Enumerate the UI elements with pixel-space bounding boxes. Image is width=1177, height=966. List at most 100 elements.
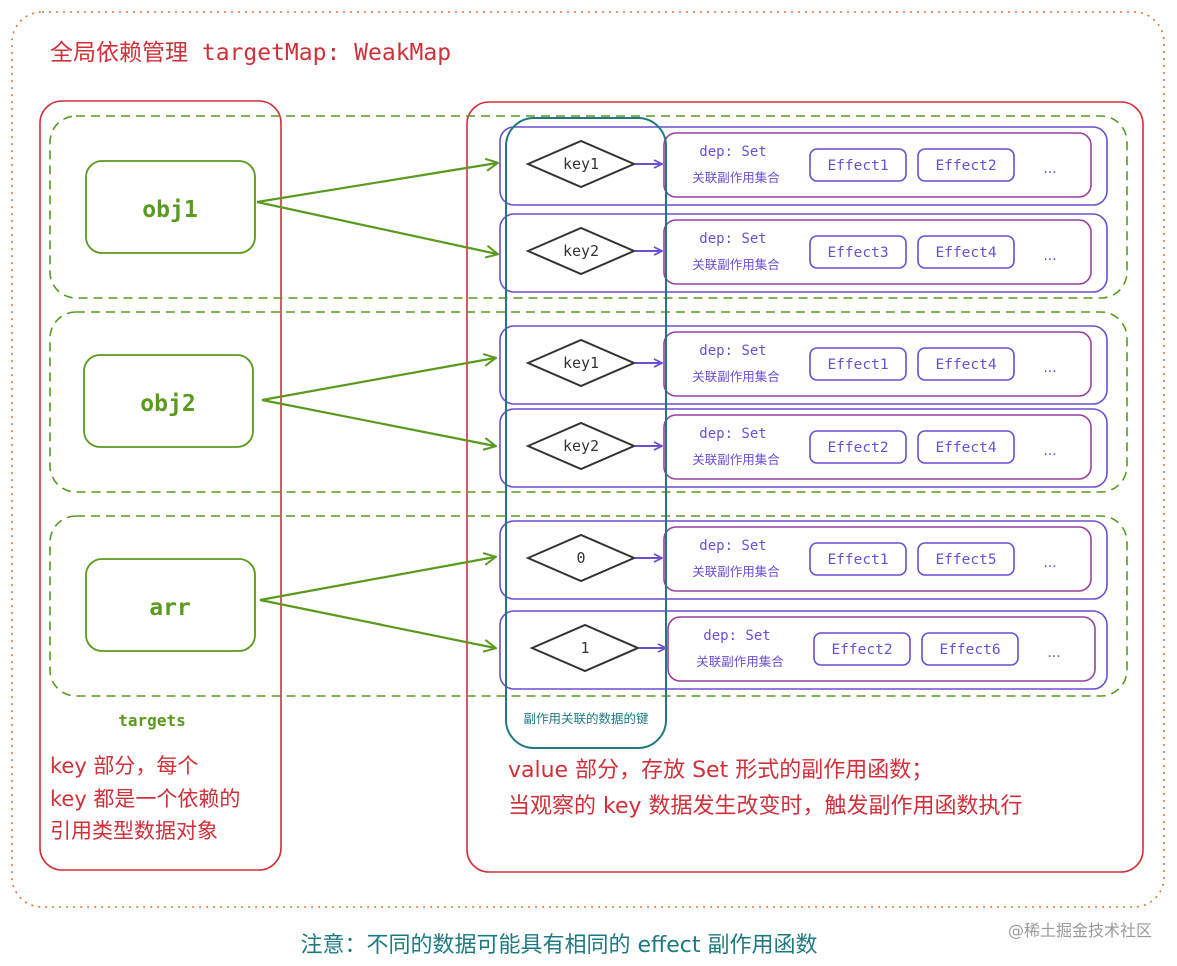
entry-row-frame (499, 126, 1108, 206)
dep-set-label: dep: Set (699, 426, 766, 442)
key-column (505, 117, 667, 749)
effect-box (809, 148, 907, 182)
target-obj1-label: obj1 (142, 197, 197, 223)
dep-set-box (663, 414, 1092, 480)
dep-set-subtitle: 关联副作用集合 (692, 170, 780, 185)
entry-row-frame (499, 520, 1108, 600)
effect-box (917, 235, 1015, 269)
effect-box (921, 632, 1019, 666)
key-note-line3: 引用类型数据对象 (50, 819, 218, 843)
dep-set-label: dep: Set (699, 538, 766, 554)
effect-box (809, 347, 907, 381)
effect-label: Effect3 (827, 245, 888, 261)
dep-set-box (663, 219, 1092, 285)
effect-box (809, 430, 907, 464)
key-label: key2 (563, 242, 599, 260)
key-label: key1 (563, 155, 599, 173)
arrow-obj1-key1 (256, 163, 497, 204)
key-note-line1: key 部分，每个 (50, 754, 198, 778)
global-frame (11, 11, 1165, 908)
entry-row: key1 dep: Set 关联副作用集合 Effect1 Effect2... (499, 126, 1108, 206)
dep-set-subtitle: 关联副作用集合 (692, 564, 780, 579)
dep-set-label: dep: Set (699, 231, 766, 247)
group-arr (49, 515, 1128, 697)
value-note-line1: value 部分，存放 Set 形式的副作用函数； (508, 758, 933, 783)
dep-set-label: dep: Set (699, 144, 766, 160)
group-obj2 (49, 311, 1128, 493)
diagram-title: 全局依赖管理 targetMap: WeakMap (50, 40, 451, 66)
dep-set-box (663, 331, 1092, 397)
more-effects-ellipsis: ... (1043, 248, 1056, 264)
target-arrows (256, 163, 497, 648)
more-effects-ellipsis: ... (1047, 645, 1060, 661)
key-label: key2 (563, 437, 599, 455)
key-diamond (529, 623, 641, 673)
effect-label: Effect4 (935, 357, 996, 373)
entry-row-frame (499, 408, 1108, 488)
entry-row-frame (499, 325, 1108, 405)
effect-label: Effect2 (827, 440, 888, 456)
target-arr: arr (85, 558, 256, 652)
target-obj1: obj1 (85, 160, 256, 254)
effect-box (917, 347, 1015, 381)
dep-set-box (667, 616, 1096, 682)
effect-label: Effect2 (935, 158, 996, 174)
effect-box (917, 430, 1015, 464)
arrow-arr-0 (259, 557, 495, 602)
group-obj1 (49, 115, 1128, 299)
arrow-obj2-key2 (261, 398, 495, 446)
dep-set-subtitle: 关联副作用集合 (692, 369, 780, 384)
effect-box (809, 235, 907, 269)
more-effects-ellipsis: ... (1043, 555, 1056, 571)
effect-box (917, 148, 1015, 182)
footer-note: 注意：不同的数据可能具有相同的 effect 副作用函数 (301, 933, 818, 958)
entry-row-frame (499, 610, 1108, 690)
arrow-arr-1 (259, 598, 495, 648)
dep-set-subtitle: 关联副作用集合 (696, 654, 784, 669)
targets-panel (39, 100, 282, 871)
key-note-line2: key 都是一个依赖的 (50, 787, 240, 811)
value-note-line2: 当观察的 key 数据发生改变时，触发副作用函数执行 (508, 794, 1023, 819)
effect-box (813, 632, 911, 666)
key-diamond (525, 533, 637, 583)
dep-set-label: dep: Set (703, 628, 770, 644)
key-diamond (525, 421, 637, 471)
target-obj2: obj2 (83, 354, 254, 448)
effect-label: Effect1 (827, 357, 888, 373)
arrow-obj2-key1 (261, 358, 495, 402)
entry-row: key2 dep: Set 关联副作用集合 Effect3 Effect4... (499, 213, 1108, 293)
effect-label: Effect2 (831, 642, 892, 658)
target-arr-label: arr (149, 595, 191, 621)
dep-set-box (663, 132, 1092, 198)
key-column-label: 副作用关联的数据的键 (523, 711, 649, 726)
key-label: 0 (576, 549, 585, 567)
effect-label: Effect1 (827, 552, 888, 568)
effect-label: Effect4 (935, 245, 996, 261)
key-diamond (525, 226, 637, 276)
effect-label: Effect6 (939, 642, 1000, 658)
entry-row: 1 dep: Set 关联副作用集合 Effect2 Effect6... (499, 610, 1108, 690)
dep-set-subtitle: 关联副作用集合 (692, 257, 780, 272)
watermark: @稀土掘金技术社区 (1008, 921, 1152, 940)
effect-box (917, 542, 1015, 576)
target-obj2-label: obj2 (140, 391, 195, 417)
arrow-obj1-key2 (256, 200, 497, 254)
effect-label: Effect1 (827, 158, 888, 174)
entry-row-frame (499, 213, 1108, 293)
dep-set-subtitle: 关联副作用集合 (692, 452, 780, 467)
effect-box (809, 542, 907, 576)
effect-label: Effect5 (935, 552, 996, 568)
more-effects-ellipsis: ... (1043, 443, 1056, 459)
more-effects-ellipsis: ... (1043, 360, 1056, 376)
key-diamond (525, 338, 637, 388)
more-effects-ellipsis: ... (1043, 161, 1056, 177)
key-label: 1 (580, 639, 589, 657)
dep-set-label: dep: Set (699, 343, 766, 359)
dep-set-box (663, 526, 1092, 592)
entry-row: 0 dep: Set 关联副作用集合 Effect1 Effect5... (499, 520, 1108, 600)
key-diamond (525, 139, 637, 189)
